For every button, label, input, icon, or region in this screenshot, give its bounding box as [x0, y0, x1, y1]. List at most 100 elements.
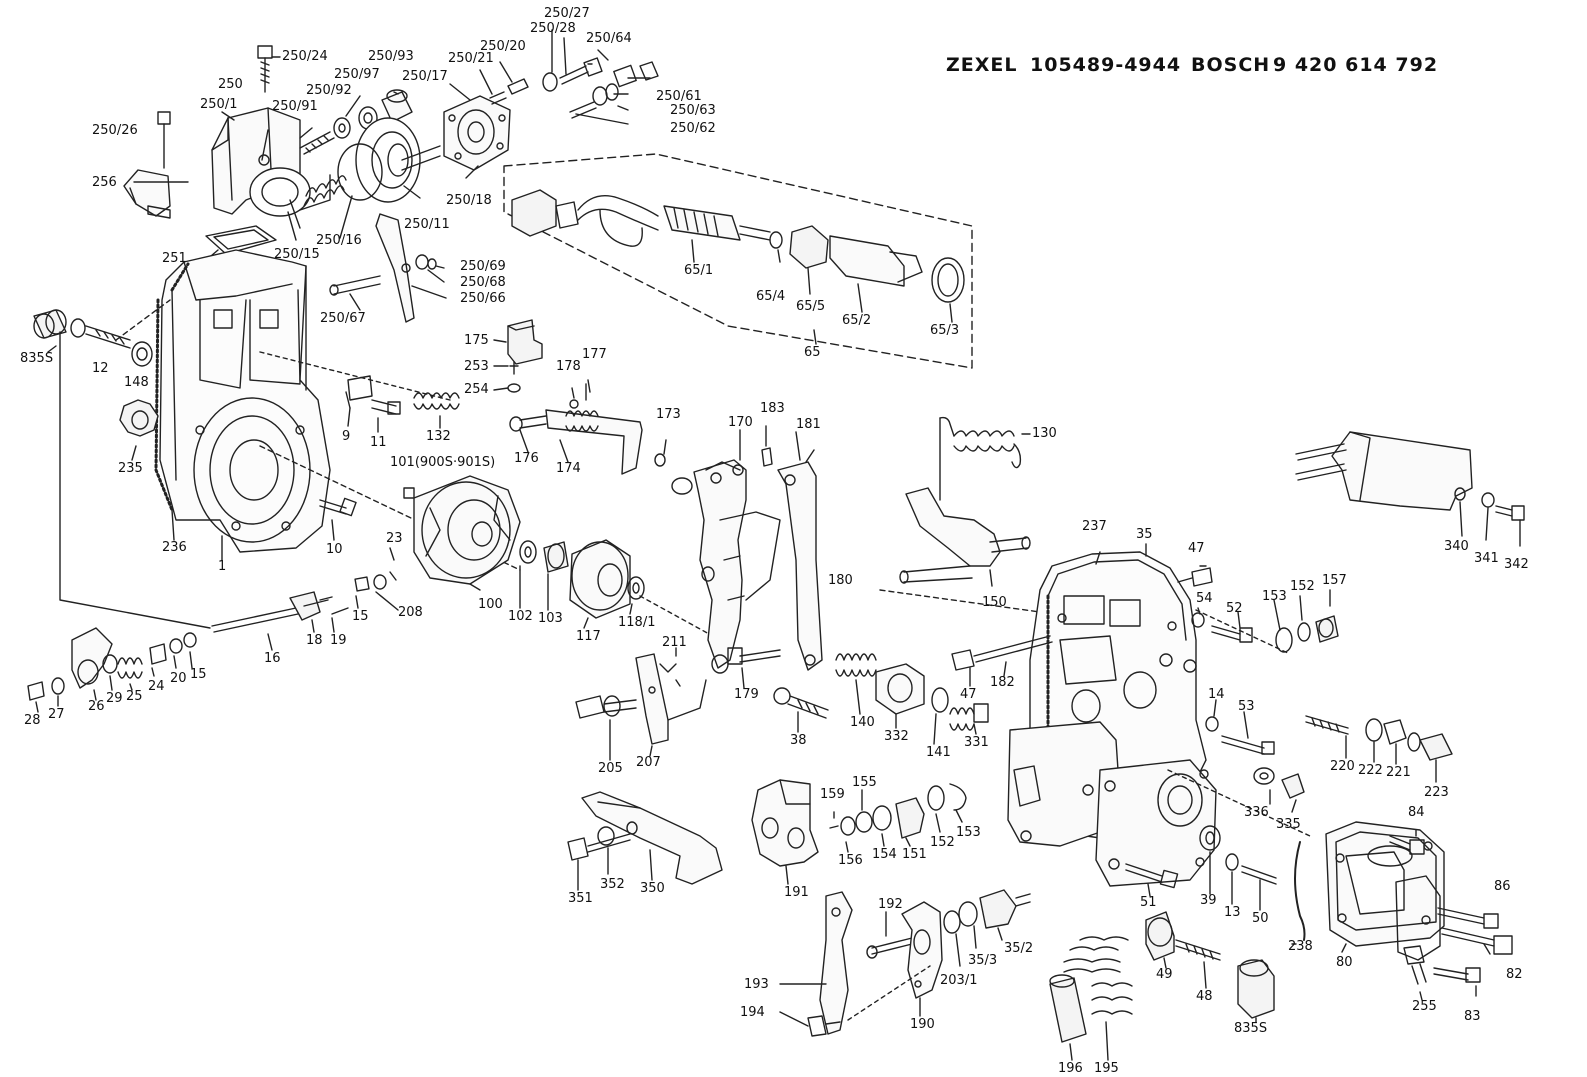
callout-220[interactable]: 220	[1330, 759, 1355, 774]
callout-250[interactable]: 250	[218, 77, 243, 92]
callout-65-3[interactable]: 65/3	[930, 323, 960, 338]
callout-250-26[interactable]: 250/26	[92, 123, 138, 138]
callout-19[interactable]: 19	[330, 633, 347, 648]
callout-65[interactable]: 65	[804, 345, 821, 360]
callout-250-66[interactable]: 250/66	[460, 291, 506, 306]
callout-250-63[interactable]: 250/63	[670, 103, 716, 118]
callout-156[interactable]: 156	[838, 853, 863, 868]
callout-835s-lower[interactable]: 835S	[1234, 1021, 1268, 1036]
callout-54[interactable]: 54	[1196, 591, 1213, 606]
callout-190[interactable]: 190	[910, 1017, 935, 1032]
callout-223[interactable]: 223	[1424, 785, 1449, 800]
callout-340[interactable]: 340	[1444, 539, 1469, 554]
callout-15-lower[interactable]: 15	[190, 667, 207, 682]
callout-250-92[interactable]: 250/92	[306, 83, 352, 98]
callout-47-lower[interactable]: 47	[960, 687, 977, 702]
callout-335[interactable]: 335	[1276, 817, 1301, 832]
callout-250-62[interactable]: 250/62	[670, 121, 716, 136]
callout-84[interactable]: 84	[1408, 805, 1425, 820]
callout-250-28[interactable]: 250/28	[530, 21, 576, 36]
callout-250-11[interactable]: 250/11	[404, 217, 450, 232]
callout-35-3[interactable]: 35/3	[968, 953, 998, 968]
callout-250-24[interactable]: 250/24	[282, 49, 328, 64]
callout-51[interactable]: 51	[1140, 895, 1157, 910]
callout-173[interactable]: 173	[656, 407, 681, 422]
callout-82[interactable]: 82	[1506, 967, 1523, 982]
callout-13[interactable]: 13	[1224, 905, 1241, 920]
callout-1[interactable]: 1	[218, 559, 227, 574]
callout-350[interactable]: 350	[640, 881, 665, 896]
callout-238[interactable]: 238	[1288, 939, 1313, 954]
callout-177[interactable]: 177	[582, 347, 607, 362]
callout-178[interactable]: 178	[556, 359, 581, 374]
callout-151[interactable]: 151	[902, 847, 927, 862]
callout-250-93[interactable]: 250/93	[368, 49, 414, 64]
callout-154[interactable]: 154	[872, 847, 897, 862]
callout-153-upper[interactable]: 153	[1262, 589, 1287, 604]
callout-170[interactable]: 170	[728, 415, 753, 430]
callout-250-68[interactable]: 250/68	[460, 275, 506, 290]
callout-250-97[interactable]: 250/97	[334, 67, 380, 82]
callout-35[interactable]: 35	[1136, 527, 1153, 542]
callout-250-67[interactable]: 250/67	[320, 311, 366, 326]
callout-181[interactable]: 181	[796, 417, 821, 432]
callout-118-1[interactable]: 118/1	[618, 615, 656, 630]
callout-50[interactable]: 50	[1252, 911, 1269, 926]
callout-195[interactable]: 195	[1094, 1061, 1119, 1076]
callout-25[interactable]: 25	[126, 689, 143, 704]
callout-250-1[interactable]: 250/1	[200, 97, 238, 112]
callout-155[interactable]: 155	[852, 775, 877, 790]
callout-117[interactable]: 117	[576, 629, 601, 644]
callout-14[interactable]: 14	[1208, 687, 1225, 702]
callout-192[interactable]: 192	[878, 897, 903, 912]
callout-65-5[interactable]: 65/5	[796, 299, 826, 314]
callout-250-64[interactable]: 250/64	[586, 31, 632, 46]
callout-250-61[interactable]: 250/61	[656, 89, 702, 104]
callout-194[interactable]: 194	[740, 1005, 765, 1020]
callout-254[interactable]: 254	[464, 382, 489, 397]
callout-49[interactable]: 49	[1156, 967, 1173, 982]
callout-23[interactable]: 23	[386, 531, 403, 546]
callout-250-91[interactable]: 250/91	[272, 99, 318, 114]
callout-35-2[interactable]: 35/2	[1004, 941, 1034, 956]
callout-183[interactable]: 183	[760, 401, 785, 416]
callout-132[interactable]: 132	[426, 429, 451, 444]
callout-174[interactable]: 174	[556, 461, 581, 476]
callout-150[interactable]: 150	[982, 595, 1007, 610]
callout-28[interactable]: 28	[24, 713, 41, 728]
callout-29[interactable]: 29	[106, 691, 123, 706]
callout-352[interactable]: 352	[600, 877, 625, 892]
callout-250-21[interactable]: 250/21	[448, 51, 494, 66]
callout-11[interactable]: 11	[370, 435, 387, 450]
callout-24[interactable]: 24	[148, 679, 165, 694]
callout-250-20[interactable]: 250/20	[480, 39, 526, 54]
callout-179[interactable]: 179	[734, 687, 759, 702]
callout-253[interactable]: 253	[464, 359, 489, 374]
callout-332[interactable]: 332	[884, 729, 909, 744]
callout-256[interactable]: 256	[92, 175, 117, 190]
callout-191[interactable]: 191	[784, 885, 809, 900]
callout-20[interactable]: 20	[170, 671, 187, 686]
callout-9[interactable]: 9	[342, 429, 351, 444]
callout-250-16[interactable]: 250/16	[316, 233, 362, 248]
callout-208[interactable]: 208	[398, 605, 423, 620]
callout-26[interactable]: 26	[88, 699, 105, 714]
callout-159[interactable]: 159	[820, 787, 845, 802]
callout-39[interactable]: 39	[1200, 893, 1217, 908]
callout-153-lower[interactable]: 153	[956, 825, 981, 840]
callout-203-1[interactable]: 203/1	[940, 973, 978, 988]
callout-130[interactable]: 130	[1032, 426, 1057, 441]
callout-251[interactable]: 251	[162, 251, 187, 266]
callout-53[interactable]: 53	[1238, 699, 1255, 714]
callout-351[interactable]: 351	[568, 891, 593, 906]
callout-237[interactable]: 237	[1082, 519, 1107, 534]
callout-175[interactable]: 175	[464, 333, 489, 348]
callout-250-18[interactable]: 250/18	[446, 193, 492, 208]
callout-255[interactable]: 255	[1412, 999, 1437, 1014]
callout-10[interactable]: 10	[326, 542, 343, 557]
callout-15-upper[interactable]: 15	[352, 609, 369, 624]
callout-342[interactable]: 342	[1504, 557, 1529, 572]
callout-235[interactable]: 235	[118, 461, 143, 476]
callout-16[interactable]: 16	[264, 651, 281, 666]
callout-18[interactable]: 18	[306, 633, 323, 648]
